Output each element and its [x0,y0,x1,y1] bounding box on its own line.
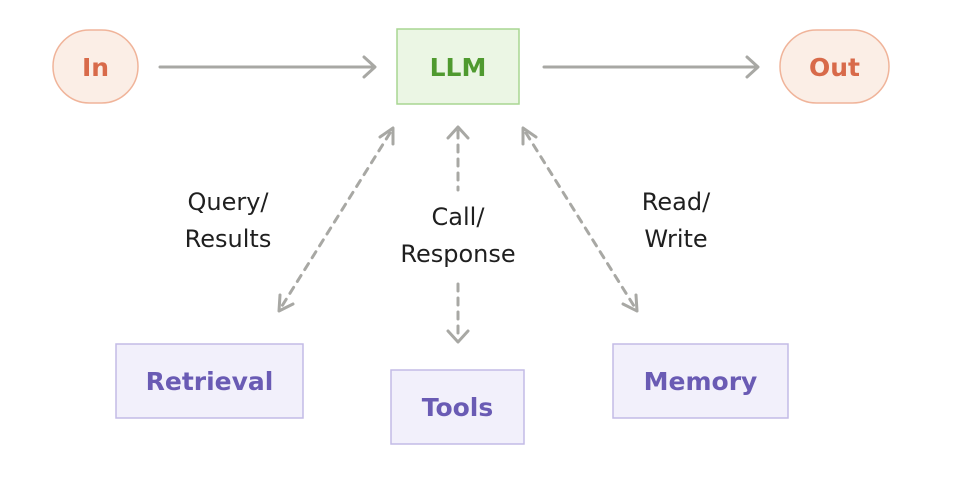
node-tools-shape [390,369,525,445]
node-llm-label: LLM [430,53,487,82]
edge-label-tools-line1: Call/ [432,203,486,231]
node-memory-shape [612,343,789,419]
edge-llm-memory-head-bottom [621,293,639,313]
edge-label-tools-line2: Response [400,240,515,268]
node-out: Out [779,29,890,104]
node-retrieval: Retrieval [115,343,304,419]
edge-llm-retrieval-head-bottom [277,293,295,313]
edge-llm-memory-line [524,131,636,308]
node-out-shape [779,29,890,104]
edge-llm-retrieval-line [280,131,392,308]
edge-label-memory-line2: Write [644,225,707,253]
node-in-label: In [82,53,109,82]
arrow-llm-to-out-head [745,55,760,79]
dashed-arrows [277,125,639,344]
edge-label-memory-line1: Read/ [642,188,711,216]
node-llm: LLM [396,28,520,105]
node-tools-label: Tools [422,393,494,422]
node-in: In [52,29,139,104]
arrow-in-to-llm-head [362,55,377,79]
edge-llm-retrieval-head-top [378,126,395,146]
node-retrieval-shape [115,343,304,419]
node-memory-label: Memory [644,367,758,396]
node-tools: Tools [390,369,525,445]
edge-llm-tools-head-bottom [446,329,470,344]
edge-label-retrieval-line1: Query/ [187,188,269,216]
node-memory: Memory [612,343,789,419]
node-retrieval-label: Retrieval [146,367,274,396]
edge-llm-memory-head-top [521,126,538,146]
node-llm-shape [396,28,520,105]
node-out-label: Out [809,53,860,82]
flow-arrows [158,55,760,79]
edge-label-retrieval-line2: Results [185,225,272,253]
edge-llm-tools-head-top [446,125,470,140]
node-in-shape [52,29,139,104]
